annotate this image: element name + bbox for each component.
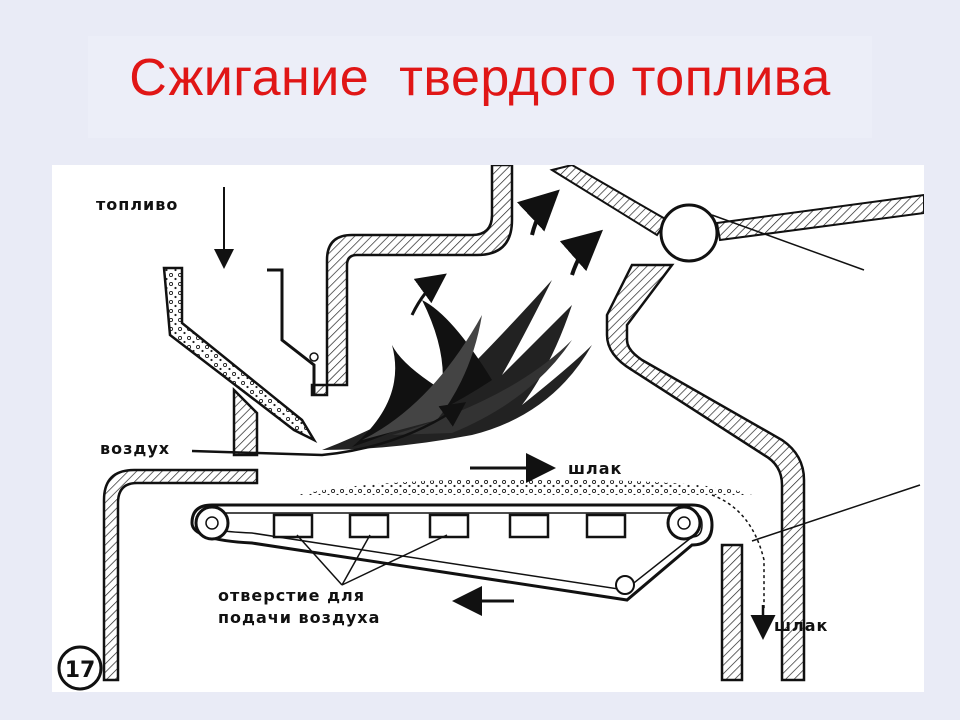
air-flow-arrows — [191, 402, 467, 457]
front-sprocket — [194, 505, 230, 541]
label-air-holes-line1: отверстие для — [218, 586, 365, 605]
figure-number-circle — [57, 645, 103, 691]
label-fuel: топливо — [96, 195, 178, 214]
figure-number: 17 — [65, 658, 96, 683]
slag-fall — [711, 494, 765, 610]
front-sprocket-hub — [205, 516, 219, 530]
gas-arrow-1 — [516, 189, 560, 236]
label-slag-top: шлак — [568, 459, 622, 478]
air-box-2 — [348, 513, 390, 539]
figure-panel: топливо воздух шлак шлак отверстие для п… — [52, 165, 924, 692]
slag-chute — [720, 543, 744, 682]
rear-sprocket — [666, 505, 702, 541]
leader-line-right — [751, 484, 921, 542]
hopper-gate — [267, 268, 316, 395]
central-baffle-wall — [310, 165, 514, 397]
label-air-holes-line2: подачи воздуха — [218, 608, 380, 627]
chain-grate — [190, 503, 714, 602]
label-slag-bottom: шлак — [774, 616, 828, 635]
flame — [322, 280, 592, 450]
slide-title: Сжигание твердого топлива — [129, 49, 831, 107]
air-box-4 — [508, 513, 550, 539]
label-air: воздух — [100, 439, 170, 458]
air-hole-leaders — [296, 534, 448, 586]
title-band — [88, 36, 872, 138]
rear-sprocket-hub — [677, 516, 691, 530]
air-box-5 — [585, 513, 627, 539]
steam-drum — [659, 203, 719, 263]
top-tube-right — [715, 193, 924, 242]
fuel-hopper — [162, 266, 318, 444]
hopper-support-wall — [232, 386, 259, 457]
gate-pivot — [309, 352, 319, 362]
furnace-diagram: топливо воздух шлак шлак отверстие для п… — [57, 165, 924, 691]
top-tube-left — [549, 165, 669, 237]
left-lower-wall — [102, 468, 259, 682]
leader-line-top — [711, 214, 865, 271]
air-box-1 — [272, 513, 314, 539]
right-furnace-wall — [605, 263, 806, 682]
air-box-3 — [428, 513, 470, 539]
gas-arrow-2 — [559, 229, 603, 276]
gas-arrow-3 — [410, 273, 447, 316]
tension-roller — [615, 575, 635, 595]
slag-layer — [297, 479, 752, 495]
